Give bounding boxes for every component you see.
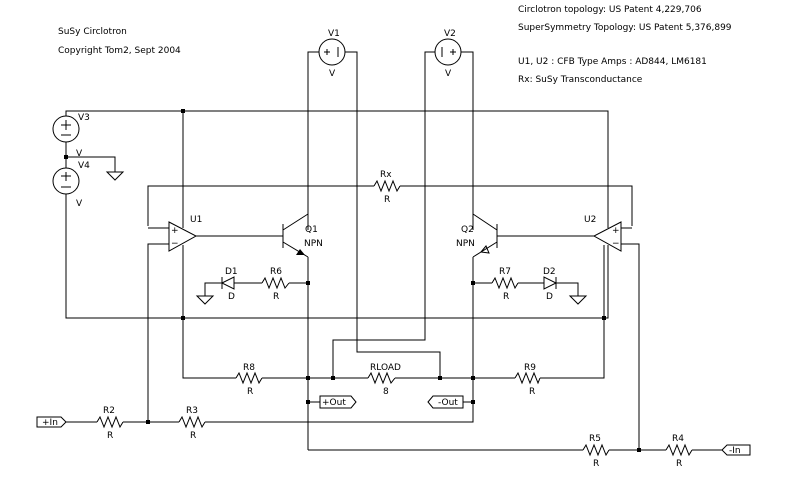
svg-text:+: + — [171, 226, 179, 236]
wire-u1-in — [147, 243, 169, 424]
r5-value: R — [593, 459, 599, 469]
resistor-r4: R4 R — [665, 434, 693, 469]
ground-icon — [195, 295, 215, 305]
v3-name: V3 — [78, 113, 90, 123]
wire-v1-to-q1 — [307, 51, 319, 230]
ground-icon — [568, 295, 588, 305]
wire-v2-to-q2 — [461, 51, 474, 230]
rload-value: 8 — [383, 387, 389, 397]
r8-value: R — [247, 387, 253, 397]
wire-top-rail — [65, 110, 609, 228]
source-v3: V3 V — [52, 113, 90, 159]
d2-value: D — [546, 292, 553, 302]
resistor-r9: R9 R — [514, 363, 541, 397]
port-out-neg: -Out — [427, 395, 464, 409]
d1-name: D1 — [225, 267, 238, 277]
port-out-pos: +Out — [319, 395, 357, 409]
u1-name: U1 — [190, 215, 202, 225]
resistor-r8: R8 R — [235, 363, 263, 397]
wire-d2-gnd — [556, 282, 579, 296]
diode-d1: D1 D — [220, 267, 238, 302]
port-in-neg: -In — [721, 444, 751, 456]
in-neg-label: -In — [729, 446, 741, 456]
resistor-r2: R2 R — [96, 406, 124, 441]
note-line-4: Rx: SuSy Transconductance — [518, 75, 643, 85]
r7-value: R — [503, 292, 509, 302]
q1-type: NPN — [304, 239, 323, 249]
r4-name: R4 — [672, 434, 684, 444]
wire-v2-to-out-pos — [332, 51, 435, 378]
r2-value: R — [107, 431, 113, 441]
out-neg-label: -Out — [438, 398, 458, 408]
transistor-q1: Q1 NPN — [282, 213, 323, 258]
r7-name: R7 — [499, 267, 511, 277]
resistor-r7: R7 R — [491, 267, 519, 302]
v4-value: V — [76, 199, 83, 209]
r3-name: R3 — [186, 406, 198, 416]
ground-icon — [105, 171, 125, 181]
v4-name: V4 — [78, 161, 90, 171]
wire-rx-right — [400, 185, 633, 226]
in-pos-label: +In — [42, 418, 58, 428]
rx-name: Rx — [380, 170, 392, 180]
wire-d1-gnd — [204, 282, 222, 296]
wire-u1-vminus — [182, 245, 236, 379]
v2-value: V — [445, 69, 452, 79]
q2-type: NPN — [456, 239, 475, 249]
r9-value: R — [529, 387, 535, 397]
source-v1: V1 V — [318, 29, 346, 79]
u2-name: U2 — [584, 215, 596, 225]
resistor-r5: R5 R — [582, 434, 610, 469]
v3-value: V — [76, 149, 83, 159]
r5-name: R5 — [589, 434, 601, 444]
d1-value: D — [228, 292, 235, 302]
resistor-r6: R6 R — [261, 267, 290, 302]
resistor-r3: R3 R — [178, 406, 206, 441]
r6-value: R — [273, 292, 279, 302]
q1-name: Q1 — [305, 225, 318, 235]
q2-name: Q2 — [461, 225, 474, 235]
wire-bottom-rail — [65, 194, 609, 319]
junction-dots — [64, 109, 641, 452]
wire-u2-in — [621, 243, 640, 450]
v1-value: V — [329, 69, 336, 79]
port-in-pos: +In — [36, 416, 67, 428]
resistor-rx: Rx R — [373, 170, 401, 205]
svg-text:+: + — [612, 226, 620, 236]
opamp-u2: + − U2 — [584, 215, 622, 252]
source-v4: V4 V — [52, 161, 90, 209]
svg-text:−: − — [612, 239, 620, 249]
note-line-3: U1, U2 : CFB Type Amps : AD844, LM6181 — [518, 57, 707, 67]
schematic-title: SuSy Circlotron — [58, 27, 127, 37]
wire-rx-left — [147, 185, 374, 226]
v1-name: V1 — [328, 29, 340, 39]
source-v2: V2 V — [434, 29, 462, 79]
out-pos-label: +Out — [322, 398, 346, 408]
opamp-u1: + − U1 — [168, 215, 202, 252]
d2-name: D2 — [543, 267, 556, 277]
note-line-2: SuperSymmetry Topology: US Patent 5,376,… — [518, 23, 732, 33]
note-line-1: Circlotron topology: US Patent 4,229,706 — [518, 5, 702, 15]
r3-value: R — [190, 431, 196, 441]
rload-name: RLOAD — [370, 363, 401, 373]
r2-name: R2 — [103, 406, 115, 416]
transistor-q2: Q2 NPN — [456, 213, 498, 258]
copyright-text: Copyright Tom2, Sept 2004 — [58, 46, 181, 56]
r6-name: R6 — [270, 267, 282, 277]
resistor-rload: RLOAD 8 — [367, 363, 401, 397]
rx-value: R — [384, 195, 390, 205]
r4-value: R — [676, 459, 682, 469]
r9-name: R9 — [524, 363, 536, 373]
svg-text:−: − — [171, 239, 179, 249]
wire-v1-to-out-neg — [345, 51, 441, 378]
r8-name: R8 — [243, 363, 255, 373]
v2-name: V2 — [444, 29, 456, 39]
wire-ground — [66, 156, 116, 172]
wire-r3-out-neg — [205, 404, 474, 423]
diode-d2: D2 D — [543, 267, 558, 302]
wire-u2-vminus — [540, 245, 605, 379]
